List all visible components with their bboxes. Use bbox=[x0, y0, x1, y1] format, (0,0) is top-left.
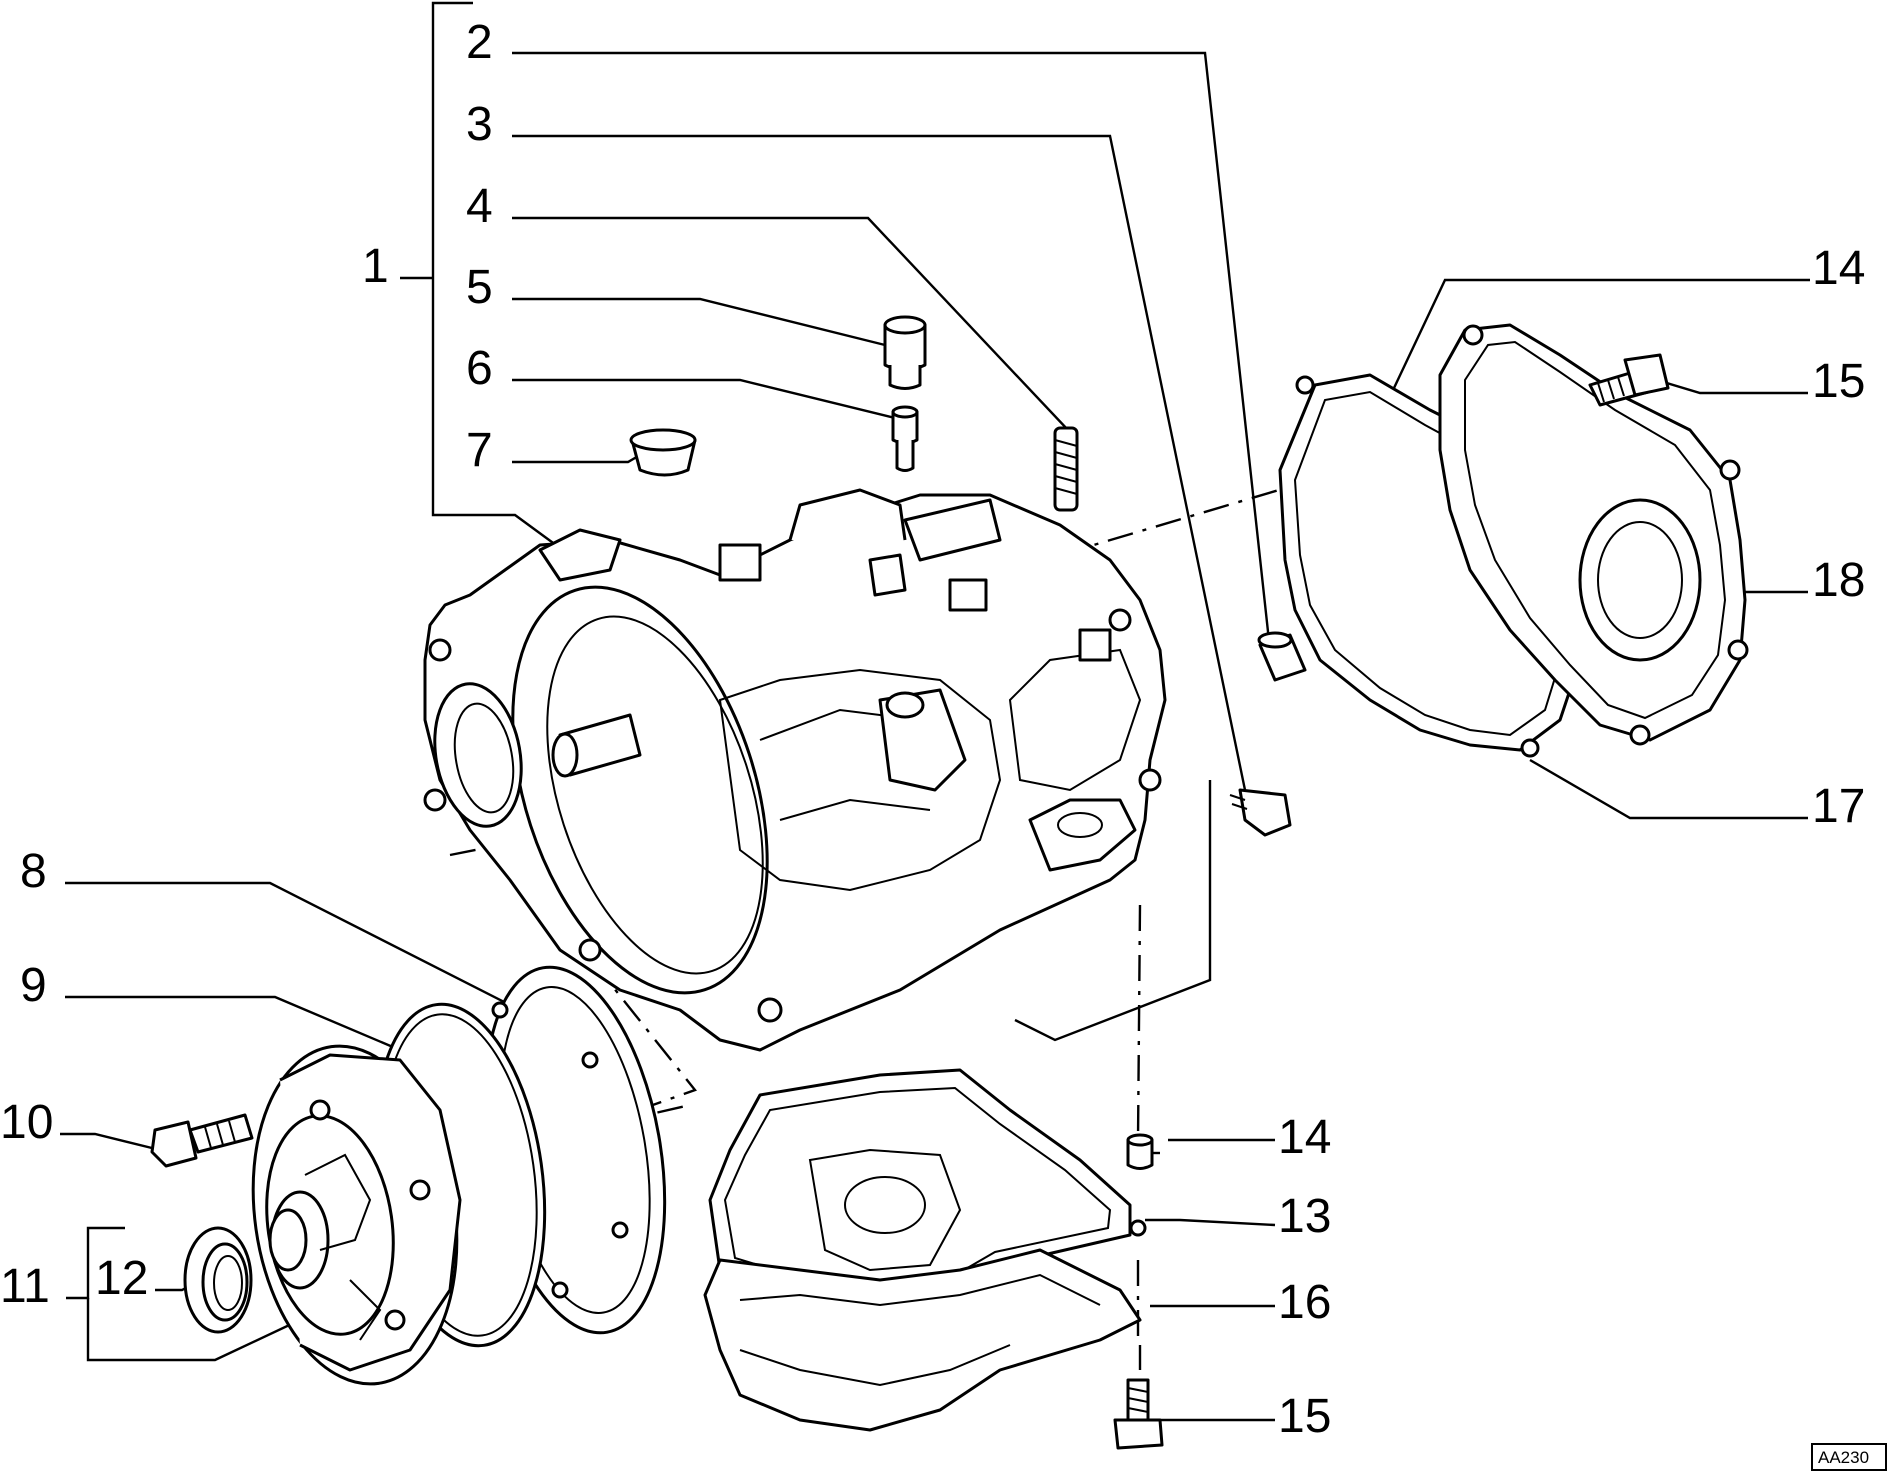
leader-lines bbox=[60, 1, 1810, 1422]
spring bbox=[1053, 426, 1079, 512]
label-15-lower: 15 bbox=[1278, 1390, 1331, 1443]
label-4: 4 bbox=[466, 180, 493, 233]
label-15-upper: 15 bbox=[1812, 355, 1865, 408]
side-cover-and-gasket bbox=[1278, 323, 1749, 758]
label-18: 18 bbox=[1812, 554, 1865, 607]
label-9: 9 bbox=[20, 959, 47, 1012]
label-10: 10 bbox=[0, 1096, 53, 1149]
label-14-lower: 14 bbox=[1278, 1111, 1331, 1164]
label-7: 7 bbox=[466, 424, 493, 477]
label-16: 16 bbox=[1278, 1276, 1331, 1329]
reference-code-box: AA230 bbox=[1811, 1443, 1887, 1471]
label-3: 3 bbox=[466, 98, 493, 151]
label-11: 11 bbox=[0, 1260, 50, 1313]
oil-pump-assembly bbox=[150, 965, 667, 1386]
reference-code: AA230 bbox=[1818, 1448, 1869, 1467]
label-5: 5 bbox=[466, 261, 493, 314]
transmission-case bbox=[423, 488, 1167, 1052]
label-17: 17 bbox=[1812, 780, 1865, 833]
callout-labels: 1 2 3 4 5 6 7 8 9 10 11 12 13 14 14 15 1… bbox=[0, 16, 1865, 1443]
oil-pan-assembly bbox=[703, 1068, 1164, 1450]
label-6: 6 bbox=[466, 342, 493, 395]
label-12: 12 bbox=[95, 1252, 148, 1305]
label-1: 1 bbox=[362, 240, 389, 293]
label-8: 8 bbox=[20, 845, 47, 898]
label-2: 2 bbox=[466, 16, 493, 69]
label-14-upper: 14 bbox=[1812, 242, 1865, 295]
label-13: 13 bbox=[1278, 1190, 1331, 1243]
